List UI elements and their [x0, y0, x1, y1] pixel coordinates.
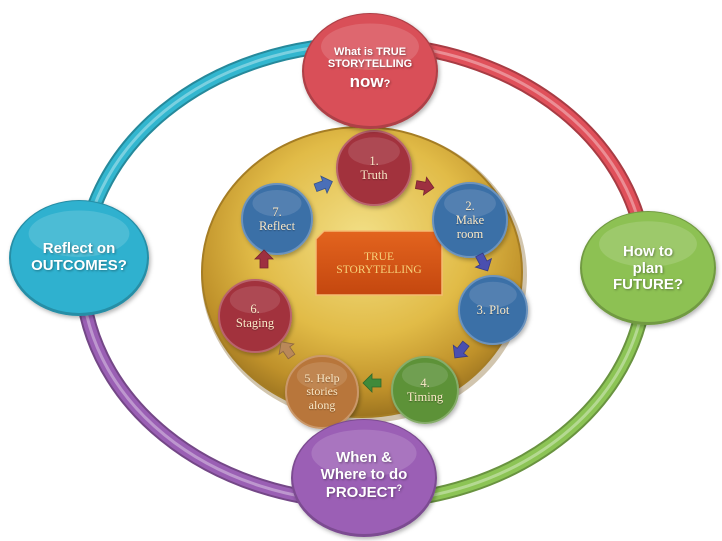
step-circle-6: [218, 279, 292, 353]
step-circle-4: [391, 356, 459, 424]
flow-arrow-4: [362, 373, 382, 393]
outer-node-right: [580, 211, 716, 325]
flow-arrow-2: [474, 252, 493, 272]
step-circle-3: [458, 275, 528, 345]
outer-node-bottom: [291, 419, 437, 537]
step-circle-2: [432, 182, 508, 258]
center-box: [315, 230, 443, 296]
flow-arrow-6: [254, 249, 274, 269]
flow-arrow-7: [313, 175, 333, 195]
outer-node-left: [9, 200, 149, 316]
step-circle-7: [241, 183, 313, 255]
flow-arrow-3: [452, 340, 470, 359]
flow-arrow-1: [414, 176, 435, 196]
step-circle-5: [285, 355, 359, 429]
flow-arrow-5: [278, 341, 296, 360]
step-circle-1: [336, 130, 412, 206]
outer-node-top: [302, 13, 438, 129]
